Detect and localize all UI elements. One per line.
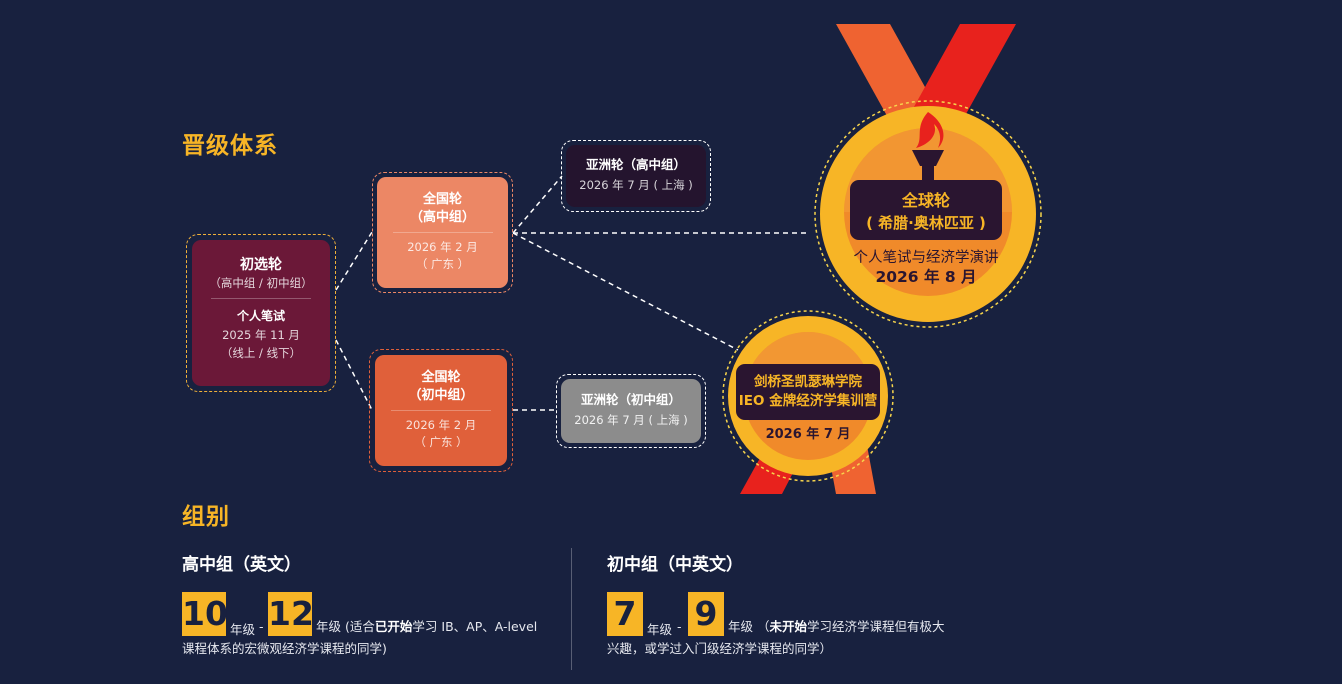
asia-high-card: 亚洲轮（高中组） 2026 年 7 月 ( 上海 ) [566,145,706,207]
preliminary-divider [211,298,311,299]
preliminary-format: 个人笔试 [236,309,285,323]
high-group-description-line1: 年级 (适合已开始学习 IB、AP、A-level [316,617,537,637]
middle-grade-to: 9 [688,592,724,636]
national-high-divider [392,232,493,233]
preliminary-round-frame [186,234,336,392]
global-medal-date: 2026 年 8 月 [875,267,976,286]
high-grade-to-unit: 年级 [316,619,342,634]
camp-medal-date: 2026 年 7 月 [766,426,851,442]
connector-prelim-national-middle [335,339,373,411]
national-high-card: 全国轮 （高中组） 2026 年 2 月 （ 广东 ） [377,177,508,288]
high-grade-from: 10 [182,592,228,636]
national-middle-card: 全国轮 （初中组） 2026 年 2 月 （ 广东 ） [375,355,507,466]
connector-prelim-national-high [335,231,373,291]
asia-high-frame [561,140,711,212]
camp-medal: 剑桥圣凯瑟琳学院 IEO 金牌经济学集训营 2026 年 7 月 [722,310,894,494]
national-middle-group: （初中组） [408,388,474,403]
national-high-group: （高中组） [409,210,475,225]
preliminary-groups: （高中组 / 初中组） [209,276,313,290]
middle-grade-from: 7 [607,592,643,636]
middle-grade-from-unit: 年级 [647,622,673,637]
national-middle-location: （ 广东 ） [414,435,468,449]
global-medal-subtitle: ( 希腊·奥林匹亚 ) [866,214,986,232]
national-middle-date: 2026 年 2 月 [405,418,477,432]
national-high-frame [372,172,513,293]
high-grade-from-unit: 年级 [230,622,256,637]
national-middle-divider [391,410,491,411]
preliminary-round-card: 初选轮 （高中组 / 初中组） 个人笔试 2025 年 11 月 （线上 / 线… [192,240,330,386]
high-desc-after: 学习 IB、AP、A-level [412,619,538,634]
national-middle-frame [369,349,513,472]
middle-group-title: 初中组（中英文） [607,555,743,575]
high-grade-to: 12 [268,592,314,636]
group-column-divider [571,548,572,670]
asia-middle-date: 2026 年 7 月 ( 上海 ) [574,413,688,427]
high-desc-before: (适合 [345,619,375,634]
connector-lines [335,175,808,411]
asia-middle-card: 亚洲轮（初中组） 2026 年 7 月 ( 上海 ) [561,379,701,443]
national-high-title: 全国轮 [422,192,462,207]
global-medal-format: 个人笔试与经济学演讲 [854,249,999,266]
high-group-title: 高中组（英文） [182,555,301,575]
camp-medal-line2: IEO 金牌经济学集训营 [739,392,877,409]
connector-national-asia-high [512,175,563,234]
middle-group-description-line1: 年级 （未开始学习经济学课程但有极大 [728,617,945,637]
preliminary-mode: （线上 / 线下） [220,346,302,360]
national-high-date: 2026 年 2 月 [407,240,478,254]
asia-middle-title: 亚洲轮（初中组） [580,392,681,407]
national-middle-title: 全国轮 [421,370,461,385]
middle-group-description-line2: 兴趣，或学过入门级经济学课程的同学） [607,641,833,656]
camp-medal-line1: 剑桥圣凯瑟琳学院 [753,373,862,390]
middle-desc-after: 学习经济学课程但有极大 [807,619,945,634]
high-grade-dash: - [259,619,264,634]
asia-middle-frame [556,374,706,448]
asia-high-title: 亚洲轮（高中组） [585,157,686,172]
groups-section-title: 组别 [182,504,230,530]
middle-desc-bold: 未开始 [769,619,808,634]
high-desc-bold: 已开始 [374,619,413,634]
middle-desc-before: （ [757,619,770,634]
national-high-location: （ 广东 ） [415,257,470,271]
global-medal-title: 全球轮 [901,191,950,210]
connector-national-camp [512,232,739,351]
preliminary-title: 初选轮 [240,257,282,273]
asia-high-date: 2026 年 7 月 ( 上海 ) [579,178,693,192]
torch-icon [912,112,944,184]
middle-grade-to-unit: 年级 [728,619,754,634]
preliminary-date: 2025 年 11 月 [222,328,300,342]
middle-grade-dash: - [677,619,682,634]
high-group-description-line2: 课程体系的宏微观经济学课程的同学) [182,641,387,656]
progression-section-title: 晋级体系 [182,133,278,159]
global-medal: 全球轮 ( 希腊·奥林匹亚 ) 个人笔试与经济学演讲 2026 年 8 月 [814,24,1042,328]
